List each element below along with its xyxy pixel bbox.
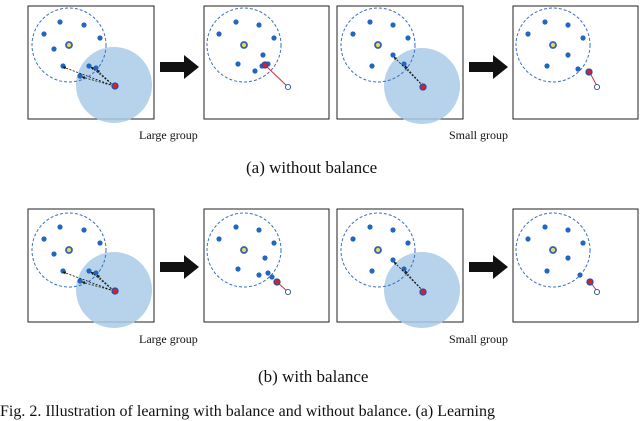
panel-frame <box>27 5 155 120</box>
panel-b4-small-after <box>512 208 639 323</box>
panel-b3-small-before <box>336 208 464 328</box>
cluster-center <box>374 41 382 49</box>
label-small-group-a: Small group <box>449 128 508 142</box>
transition-arrow <box>160 55 199 79</box>
original-position <box>593 83 601 91</box>
panel-a1-large-before <box>27 5 155 123</box>
moved-target-sample <box>261 61 269 69</box>
cluster-center <box>65 41 73 49</box>
dashed-cluster-circle <box>515 212 591 288</box>
moved-target-sample <box>585 68 593 76</box>
panel-frame <box>336 208 464 323</box>
cluster-dots <box>525 224 586 278</box>
dashed-cluster-circle <box>31 212 107 288</box>
dashed-cluster-circle <box>515 7 591 83</box>
cluster-center <box>240 41 248 49</box>
panel-b1-large-before <box>27 208 155 328</box>
dashed-cluster-circle <box>31 7 107 83</box>
moved-target-sample <box>273 278 281 286</box>
dashed-cluster-circle <box>340 7 416 83</box>
panel-frame <box>203 5 330 120</box>
dashed-cluster-circle <box>340 212 416 288</box>
cluster-center <box>549 246 557 254</box>
cluster-dots <box>216 224 277 280</box>
dashed-cluster-circle <box>206 7 282 83</box>
panel-a4-small-after <box>512 5 639 120</box>
attraction-lines <box>393 261 424 292</box>
original-position <box>284 83 292 91</box>
subcaption-b: (b) with balance <box>258 367 369 386</box>
cluster-dots <box>216 19 277 74</box>
target-sample <box>419 288 427 296</box>
label-large-group-b: Large group <box>139 332 198 346</box>
panel-b2-large-after <box>203 208 330 323</box>
cluster-center <box>240 246 248 254</box>
cluster-dots <box>41 224 103 284</box>
drift-line <box>589 72 598 87</box>
transition-arrow <box>469 55 508 79</box>
moved-target-sample <box>586 278 594 286</box>
cluster-dots <box>350 19 411 69</box>
dashed-cluster-circle <box>206 212 282 288</box>
cluster-center <box>374 246 382 254</box>
attraction-lines <box>62 66 115 87</box>
panel-a3-small-before <box>336 5 464 124</box>
transition-arrow <box>469 255 508 279</box>
target-sample <box>111 82 119 90</box>
panel-frame <box>27 208 155 323</box>
panel-frame <box>512 208 639 323</box>
target-sample <box>419 83 427 91</box>
attraction-lines <box>393 56 424 87</box>
original-position <box>593 288 601 296</box>
figure-caption: Fig. 2. Illustration of learning with ba… <box>0 403 495 420</box>
label-large-group-a: Large group <box>139 128 198 142</box>
target-sample <box>111 287 119 295</box>
cluster-center <box>549 41 557 49</box>
panel-frame <box>336 5 464 120</box>
drift-line <box>265 65 288 87</box>
panel-frame <box>512 5 639 120</box>
original-position <box>284 288 292 296</box>
cluster-center <box>65 246 73 254</box>
panel-frame <box>203 208 330 323</box>
attraction-lines <box>62 271 115 292</box>
cluster-dots <box>525 19 586 72</box>
transition-arrow <box>160 255 199 279</box>
panel-a2-large-after <box>203 5 330 120</box>
subcaption-a: (a) without balance <box>246 158 378 177</box>
label-small-group-b: Small group <box>449 332 508 346</box>
